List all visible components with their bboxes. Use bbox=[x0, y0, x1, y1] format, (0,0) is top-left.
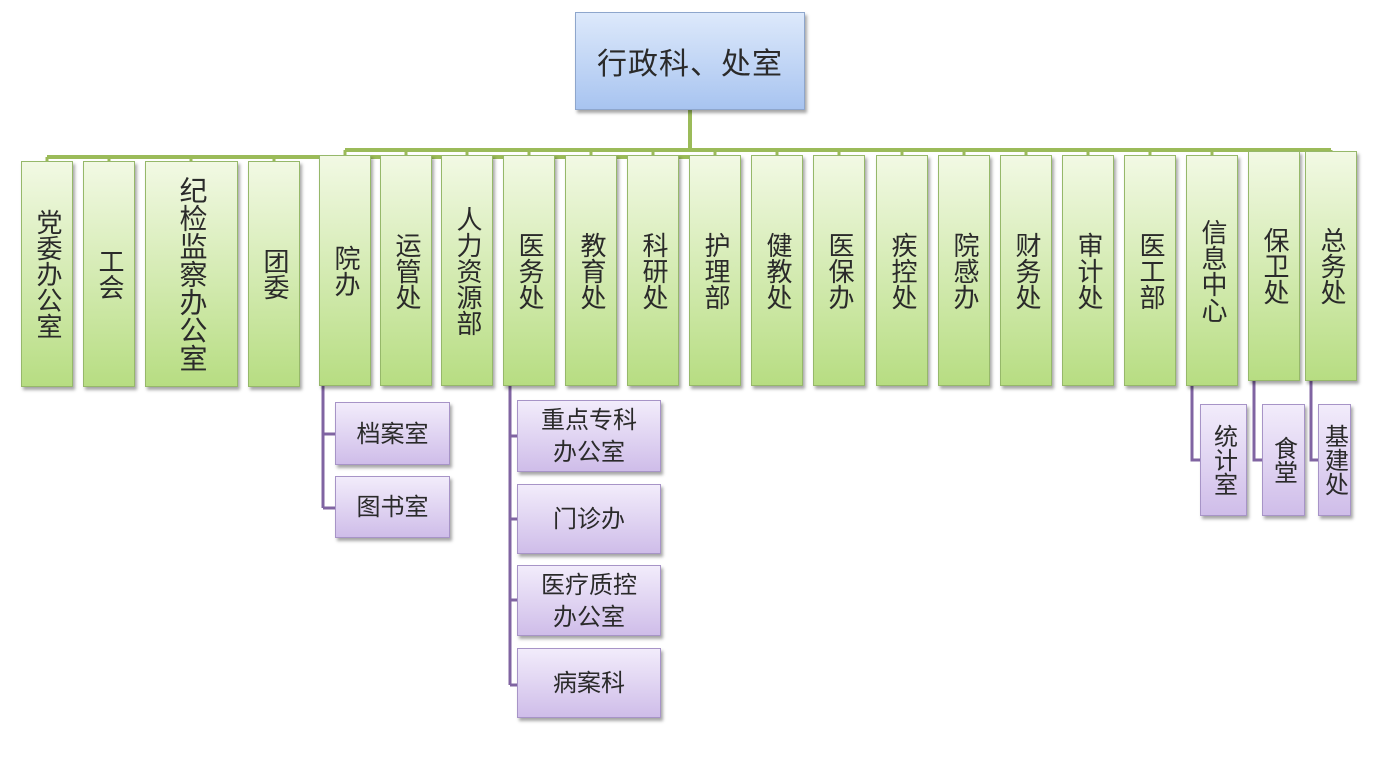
node-youth-league: 团委 bbox=[248, 161, 300, 387]
node-dept-6: 护理部 bbox=[689, 155, 741, 386]
sub-node-library: 图书室 bbox=[335, 476, 450, 538]
node-label: 纪检监察办公室 bbox=[175, 176, 209, 372]
node-label: 院办 bbox=[330, 244, 360, 297]
node-label: 医务处 bbox=[514, 231, 544, 310]
node-label: 门诊办 bbox=[553, 505, 625, 533]
sub-line-34 bbox=[1309, 381, 1318, 462]
node-label: 院感办 bbox=[949, 231, 979, 310]
node-label: 疾控处 bbox=[887, 231, 917, 310]
node-label: 财务处 bbox=[1011, 231, 1041, 310]
node-dept-14: 信息中心 bbox=[1186, 155, 1238, 386]
node-dept-13: 医工部 bbox=[1124, 155, 1176, 386]
node-union: 工会 bbox=[83, 161, 135, 387]
node-label: 总务处 bbox=[1316, 227, 1346, 305]
node-label: 信息中心 bbox=[1197, 218, 1227, 323]
node-dept-16: 总务处 bbox=[1305, 151, 1357, 381]
node-dept-4: 教育处 bbox=[565, 155, 617, 386]
root-label: 行政科、处室 bbox=[597, 47, 783, 82]
node-label: 图书室 bbox=[356, 493, 429, 521]
node-label: 人力资源部 bbox=[452, 205, 482, 336]
node-label: 健教处 bbox=[762, 231, 792, 310]
sub-node-construction: 基建处 bbox=[1318, 404, 1351, 516]
node-label: 团委 bbox=[259, 248, 289, 300]
sub-line-32 bbox=[1190, 386, 1200, 462]
node-label: 档案室 bbox=[356, 419, 429, 448]
node-label: 医保办 bbox=[824, 231, 854, 310]
node-label: 教育处 bbox=[576, 231, 606, 310]
node-dept-8: 医保办 bbox=[813, 155, 865, 386]
sub-line-33 bbox=[1252, 381, 1262, 462]
node-label: 食堂 bbox=[1269, 436, 1298, 484]
node-label: 科研处 bbox=[638, 231, 668, 310]
sub-node-archive: 档案室 bbox=[335, 402, 450, 465]
sub-node-canteen: 食堂 bbox=[1262, 404, 1305, 516]
sub-node-statistics: 统计室 bbox=[1200, 404, 1247, 516]
node-dept-1: 运管处 bbox=[380, 155, 432, 386]
node-label: 护理部 bbox=[700, 231, 730, 310]
node-dept-15: 保卫处 bbox=[1248, 151, 1300, 381]
sub-node-medical-records: 病案科 bbox=[517, 648, 661, 718]
node-label: 医疗质控办公室 bbox=[541, 570, 637, 631]
sub-node-quality-office: 医疗质控办公室 bbox=[517, 565, 661, 636]
node-label: 基建处 bbox=[1320, 424, 1349, 496]
node-label: 党委办公室 bbox=[32, 209, 62, 339]
node-label: 病案科 bbox=[553, 669, 625, 697]
node-label: 重点专科办公室 bbox=[541, 406, 637, 466]
node-label: 运管处 bbox=[391, 231, 421, 310]
node-dept-9: 疾控处 bbox=[876, 155, 928, 386]
node-label: 审计处 bbox=[1073, 231, 1103, 310]
node-label: 统计室 bbox=[1209, 424, 1238, 496]
node-dept-10: 院感办 bbox=[938, 155, 990, 386]
root-node: 行政科、处室 bbox=[575, 12, 805, 110]
node-label: 医工部 bbox=[1135, 231, 1165, 310]
node-party-office: 党委办公室 bbox=[21, 161, 73, 387]
node-dept-11: 财务处 bbox=[1000, 155, 1052, 386]
node-dept-3: 医务处 bbox=[503, 155, 555, 386]
node-label: 工会 bbox=[94, 248, 124, 300]
node-dept-5: 科研处 bbox=[627, 155, 679, 386]
node-label: 保卫处 bbox=[1259, 227, 1289, 305]
node-dept-12: 审计处 bbox=[1062, 155, 1114, 386]
node-dept-2: 人力资源部 bbox=[441, 155, 493, 386]
node-discipline-office: 纪检监察办公室 bbox=[145, 161, 238, 387]
sub-node-specialty-office: 重点专科办公室 bbox=[517, 400, 661, 472]
node-dept-0: 院办 bbox=[319, 155, 371, 386]
sub-node-outpatient-office: 门诊办 bbox=[517, 484, 661, 554]
node-dept-7: 健教处 bbox=[751, 155, 803, 386]
